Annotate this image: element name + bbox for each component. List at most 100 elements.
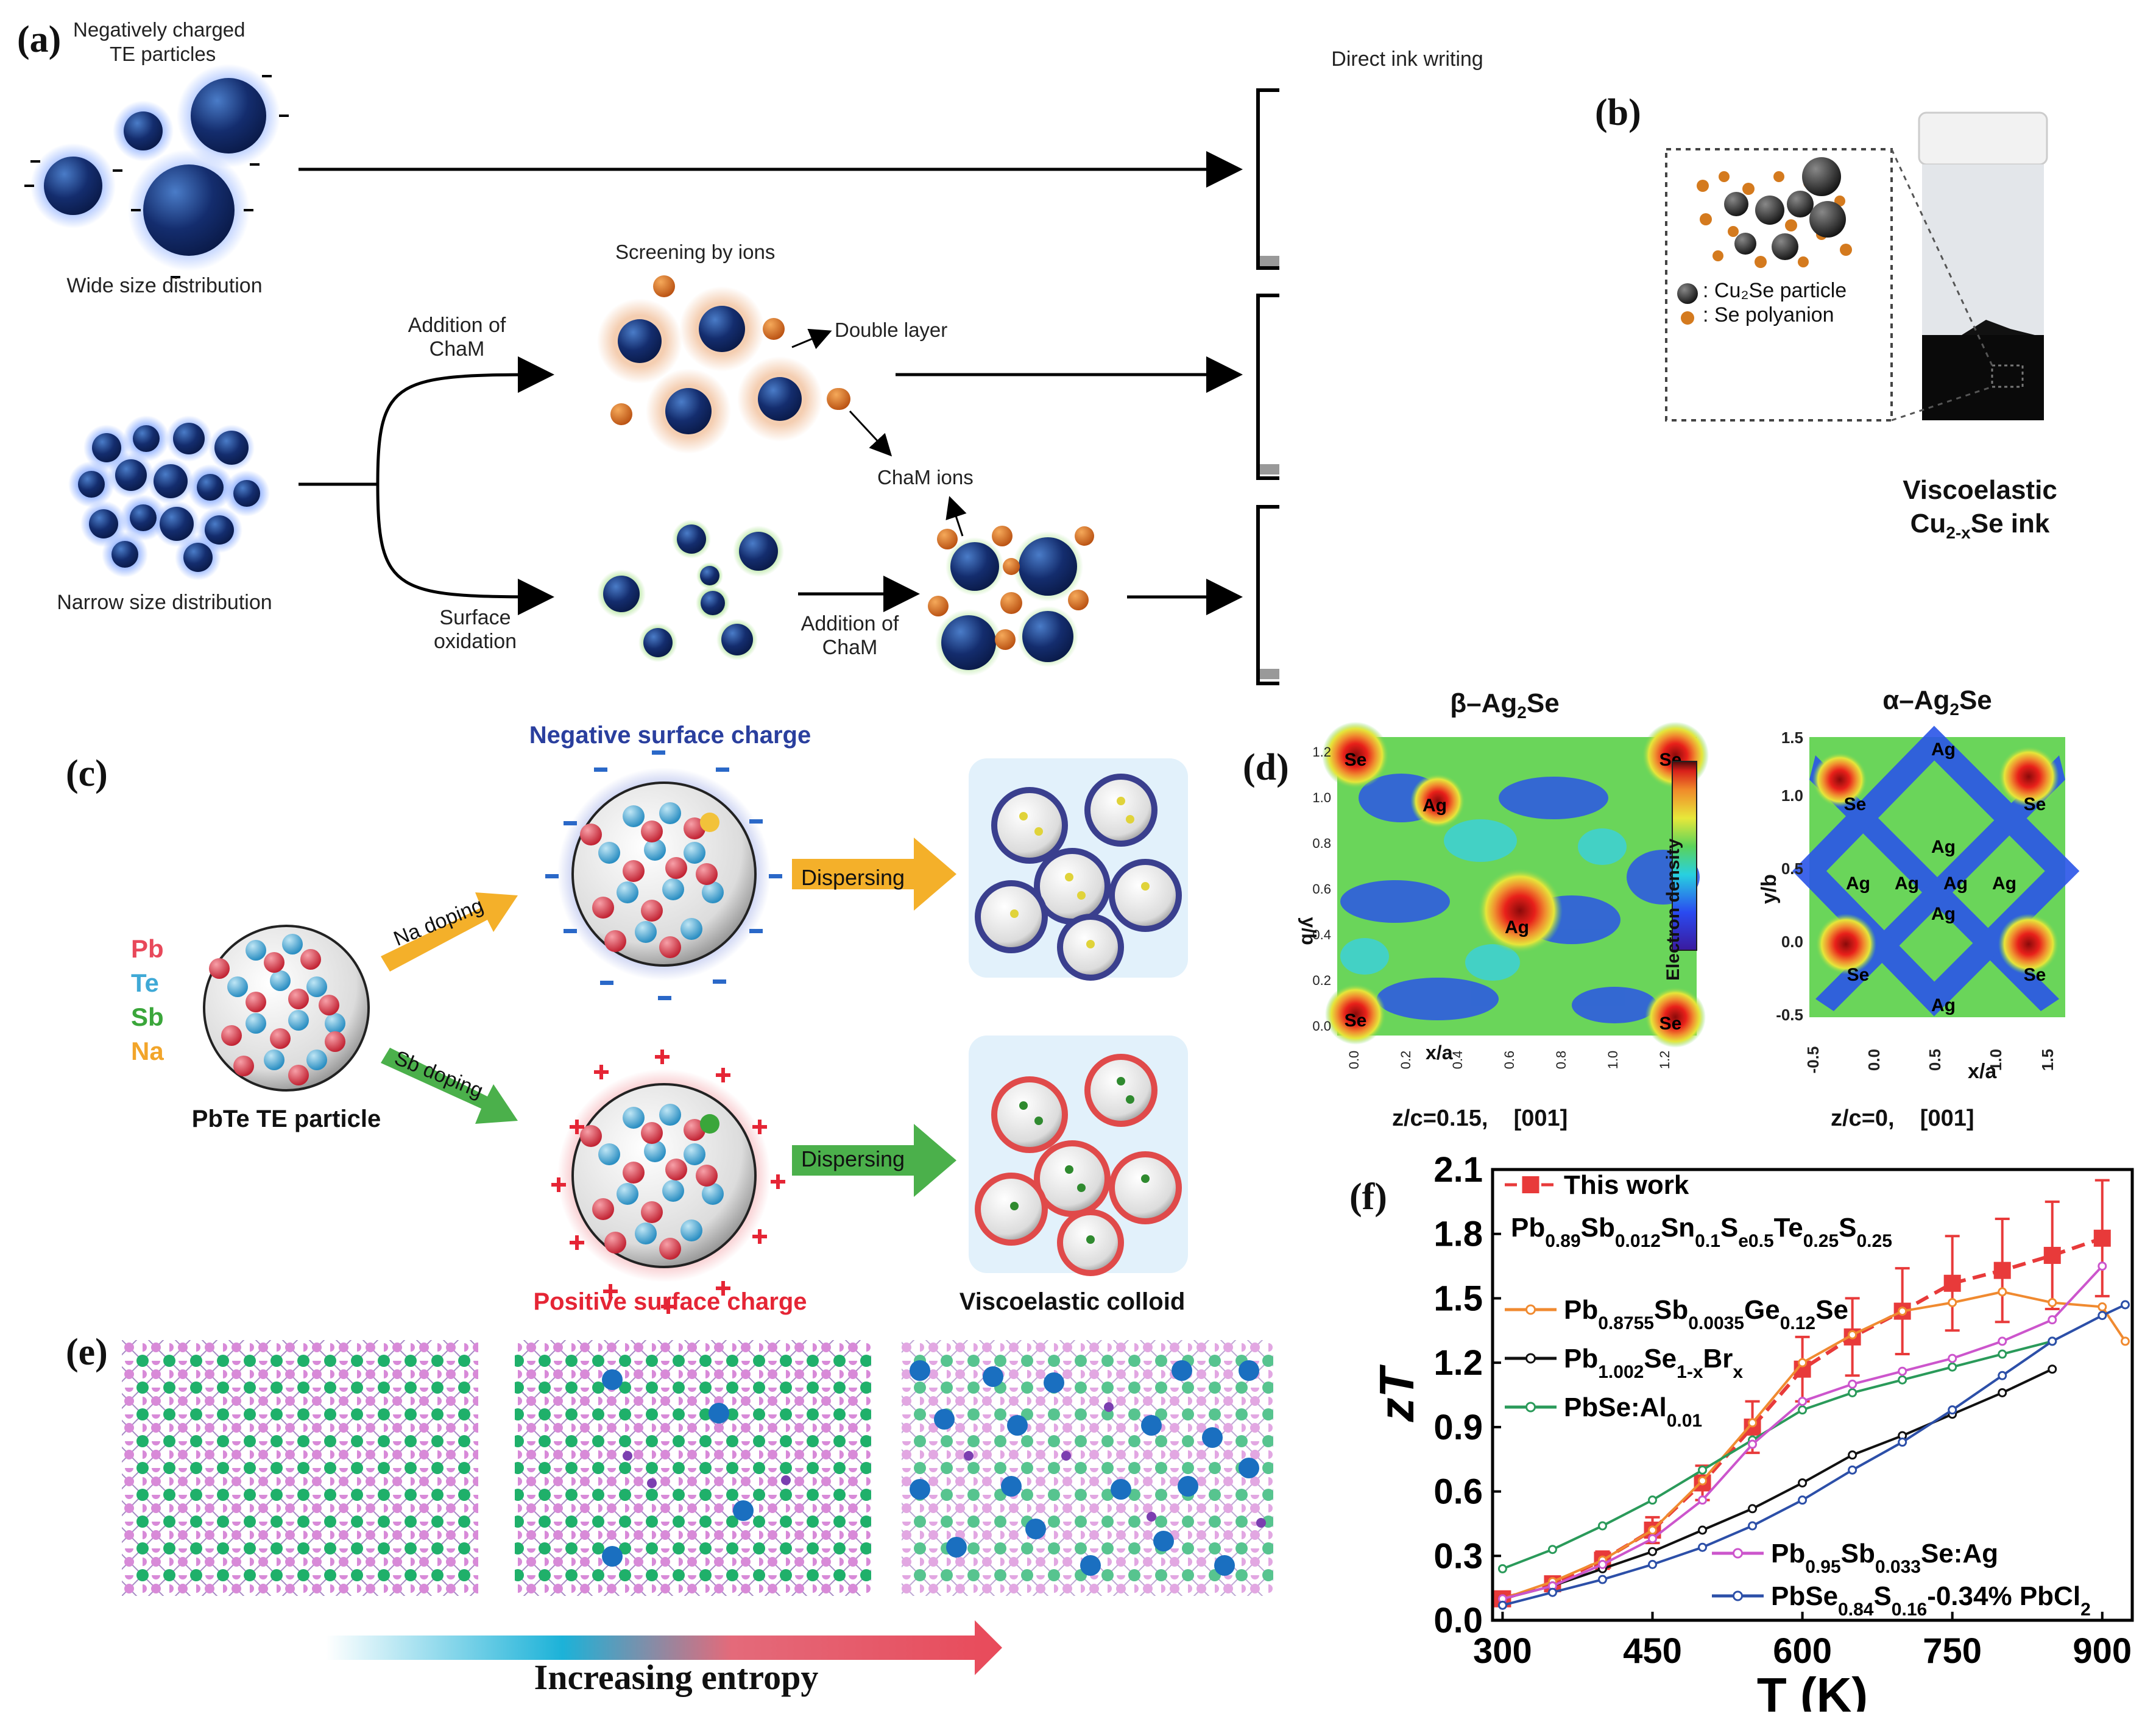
plot-frame	[1491, 1168, 2134, 1622]
data-point-circle	[1798, 1358, 1808, 1367]
data-point-circle	[1597, 1521, 1607, 1531]
data-point-circle	[1698, 1465, 1708, 1475]
panel-e-lattice	[122, 1340, 1273, 1675]
x-tick-label: 900	[2073, 1631, 2132, 1671]
data-point-circle	[1698, 1476, 1708, 1486]
panel-a-diagram: Negatively charged TE particles S	[24, 18, 1279, 685]
data-point-circle	[1898, 1438, 1907, 1447]
data-point-circle	[1848, 1379, 1857, 1389]
svg-text:Ag: Ag	[1931, 739, 1956, 760]
legend-label: PbSe0.84S0.16-0.34% PbCl2	[1771, 1581, 2091, 1620]
legend-marker	[1522, 1176, 1539, 1193]
data-point-circle	[1848, 1388, 1857, 1397]
svg-text:0.5: 0.5	[1926, 1049, 1944, 1071]
label-viscoelastic-colloid: Viscoelastic colloid	[959, 1288, 1186, 1315]
diw-image-1	[1256, 88, 1279, 270]
svg-text:0.4: 0.4	[1312, 927, 1331, 942]
svg-text:Ag: Ag	[1931, 837, 1956, 857]
data-point-circle	[1998, 1371, 2007, 1380]
data-point-circle	[1898, 1366, 1907, 1376]
svg-text:1.5: 1.5	[2038, 1049, 2057, 1071]
data-point-circle	[2098, 1311, 2107, 1321]
colloid-negative	[975, 774, 1182, 981]
legend-label: PbSe:Al0.01	[1564, 1392, 1702, 1431]
y-tick-label: 0.0	[1433, 1601, 1483, 1640]
data-point-square	[2093, 1229, 2111, 1247]
increasing-entropy-label: Increasing entropy	[534, 1657, 819, 1697]
data-point-circle	[2048, 1297, 2057, 1307]
svg-text:Ag: Ag	[1846, 873, 1870, 894]
svg-text:Negatively charged: Negatively charged	[73, 18, 246, 41]
panel-label-c: (c)	[66, 753, 108, 794]
svg-text:0.5: 0.5	[1781, 859, 1803, 878]
x-axis-title: T (K)	[1757, 1668, 1868, 1712]
y-tick-label: 1.2	[1433, 1343, 1483, 1383]
svg-text:Ag: Ag	[1423, 796, 1447, 816]
label-addition-bottom: Addition of ChaM	[801, 612, 899, 659]
svg-text:1.0: 1.0	[1987, 1049, 2005, 1071]
data-point-circle	[1748, 1439, 1758, 1449]
svg-text:ChaM ions: ChaM ions	[877, 466, 974, 489]
data-point-circle	[1848, 1330, 1857, 1339]
data-point-circle	[1698, 1542, 1708, 1552]
element-legend: Pb Te Sb Na	[131, 932, 164, 1068]
svg-text:Se: Se	[1844, 794, 1867, 814]
svg-text:Ag: Ag	[1931, 904, 1956, 924]
alpha-ylabel: y/b	[1758, 873, 1781, 905]
data-point-circle	[1648, 1547, 1657, 1556]
svg-text:Ag: Ag	[1505, 917, 1529, 937]
legend-se-polyanion: : Se polyanion	[1703, 303, 1834, 326]
data-point-circle	[1748, 1504, 1758, 1514]
data-point-circle	[1547, 1545, 1557, 1554]
svg-text:0.0: 0.0	[1781, 933, 1803, 951]
data-point-circle	[1998, 1349, 2007, 1359]
data-point-square	[2043, 1246, 2061, 1264]
svg-text:1.5: 1.5	[1781, 729, 1803, 747]
panel-label-d: (d)	[1243, 747, 1289, 788]
ink-caption-line1: Viscoelastic	[1903, 475, 2057, 505]
series-line-2	[1502, 1367, 2053, 1600]
data-point-circle	[1748, 1418, 1758, 1428]
label-wide: Wide size distribution	[66, 274, 263, 297]
data-point-circle	[1948, 1353, 1957, 1363]
legend-marker	[1525, 1353, 1536, 1364]
data-point-circle	[2098, 1262, 2107, 1271]
panel-label-a: (a)	[17, 19, 62, 60]
alpha-caption: z/c=0, [001]	[1831, 1106, 1974, 1131]
label-direct-ink-writing: Direct ink writing	[1331, 48, 1483, 71]
data-point-circle	[1948, 1405, 1957, 1415]
ink-caption-line2: Cu2-xSe ink	[1910, 509, 2050, 542]
svg-text:0.0: 0.0	[1312, 1018, 1331, 1034]
label-addition-top: Addition of ChaM	[408, 314, 506, 361]
svg-text:1.0: 1.0	[1605, 1051, 1621, 1070]
panel-c-diagram	[203, 750, 1188, 1314]
data-point-circle	[1648, 1559, 1657, 1569]
data-point-circle	[1998, 1287, 2007, 1297]
svg-text:Ag: Ag	[1931, 995, 1956, 1015]
element-na: Na	[131, 1037, 164, 1065]
data-point-circle	[1848, 1450, 1857, 1460]
data-point-circle	[1798, 1405, 1808, 1415]
data-point-circle	[2098, 1302, 2107, 1312]
svg-text:0.8: 0.8	[1553, 1051, 1569, 1070]
svg-text:1.0: 1.0	[1781, 786, 1803, 805]
data-point-circle	[1948, 1362, 1957, 1372]
element-te: Te	[131, 969, 159, 997]
legend-label: Pb0.89Sb0.012Sn0.1Se0.5Te0.25S0.25	[1511, 1213, 1892, 1251]
label-pbte-particle: PbTe TE particle	[191, 1106, 381, 1132]
legend-marker	[1733, 1548, 1743, 1559]
pbte-lattice	[209, 934, 345, 1085]
svg-text:0.6: 0.6	[1312, 881, 1331, 897]
x-tick-label: 450	[1623, 1631, 1682, 1671]
legend-label: Pb0.95Sb0.033Se:Ag	[1771, 1539, 1998, 1577]
data-point-circle	[1898, 1307, 1907, 1316]
ion-bridged-particles	[928, 526, 1094, 676]
svg-text:Se: Se	[1659, 1014, 1682, 1034]
beta-xlabel: x/a	[1426, 1042, 1453, 1064]
data-point-circle	[1848, 1465, 1857, 1475]
narrow-distribution-particles	[68, 415, 270, 580]
panel-d-electron-density: Se Se Ag Ag Se Se 0.00.20.40.60.81.01.2 …	[1312, 722, 2080, 1073]
legend-label: Pb1.002Se1-xBrx	[1564, 1344, 1743, 1382]
y-tick-label: 0.9	[1433, 1408, 1483, 1447]
element-sb: Sb	[131, 1003, 164, 1031]
